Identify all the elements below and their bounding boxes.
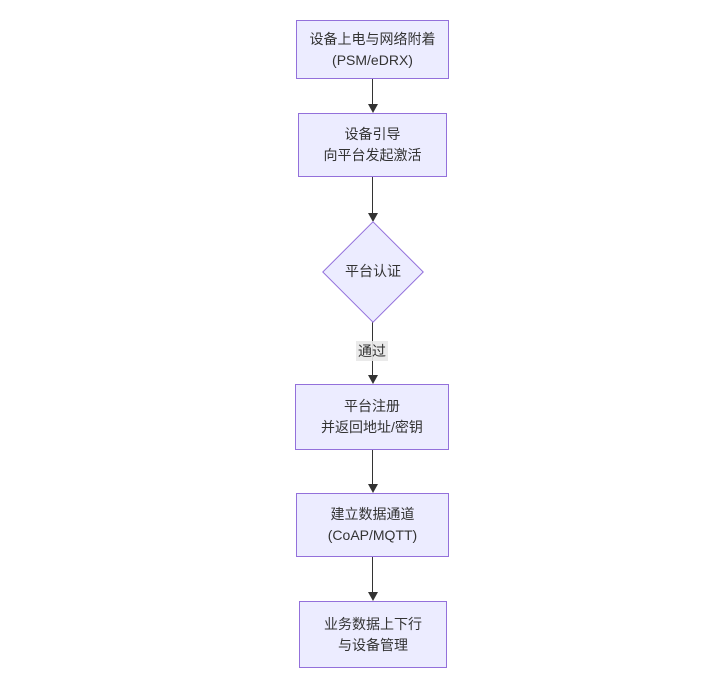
- arrow-line-power-to-bootstrap: [372, 79, 373, 105]
- node-label-line: (PSM/eDRX): [332, 51, 413, 68]
- flow-node-bootstrap-activate: 设备引导 向平台发起激活: [298, 113, 447, 177]
- arrow-head-icon: [368, 484, 378, 493]
- flow-node-business-data: 业务数据上下行 与设备管理: [299, 601, 447, 668]
- arrow-head-icon: [368, 592, 378, 601]
- node-label-line: 设备引导: [344, 126, 401, 142]
- arrow-head-icon: [368, 213, 378, 222]
- node-label-line: (CoAP/MQTT): [327, 527, 418, 543]
- node-label-line: 与设备管理: [338, 636, 408, 653]
- flow-node-power-attach: 设备上电与网络附着 (PSM/eDRX): [296, 20, 449, 79]
- node-label-line: 建立数据通道: [330, 506, 415, 522]
- node-label-line: 业务数据上下行: [324, 615, 422, 632]
- node-label-line: 设备上电与网络附着: [309, 30, 436, 47]
- arrow-line-bootstrap-to-auth: [372, 177, 373, 214]
- node-label-line: 向平台发起激活: [323, 147, 422, 163]
- arrow-head-icon: [368, 375, 378, 384]
- edge-label-pass: 通过: [356, 341, 388, 361]
- flow-node-platform-register: 平台注册 并返回地址/密钥: [295, 384, 449, 450]
- arrow-line-channel-to-business: [372, 557, 373, 593]
- arrow-head-icon: [368, 104, 378, 113]
- node-label-line: 平台注册: [344, 398, 400, 414]
- arrow-line-register-to-channel: [372, 450, 373, 485]
- flow-node-data-channel: 建立数据通道 (CoAP/MQTT): [296, 493, 449, 557]
- node-label-line: 平台认证: [345, 263, 401, 279]
- node-label-line: 并返回地址/密钥: [321, 419, 423, 435]
